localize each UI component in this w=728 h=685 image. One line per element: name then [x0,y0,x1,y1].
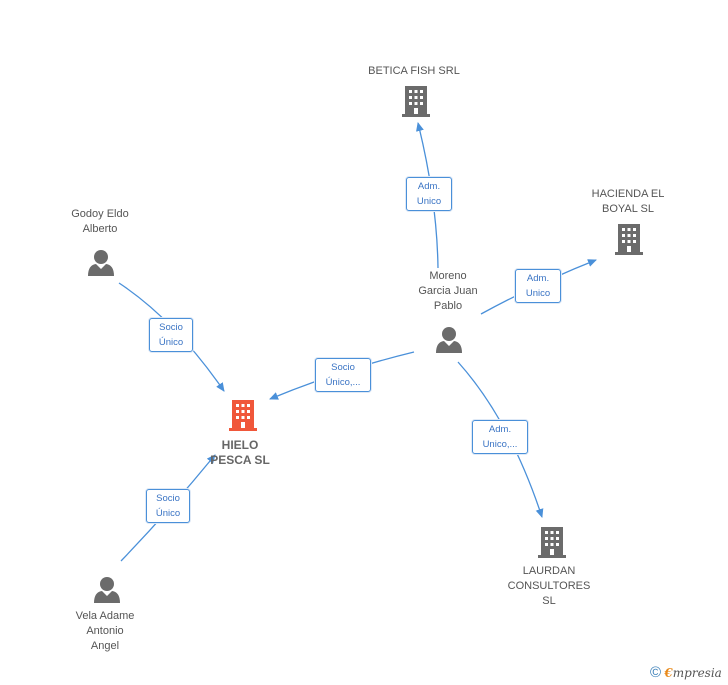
node-label-vela-adame[interactable]: Vela Adame Antonio Angel [75,610,135,652]
edge-label-vela-hielo: Socio Único [146,489,190,523]
edge-label-godoy-hielo: Socio Único [149,318,193,352]
node-label-laurdan-consultores[interactable]: LAURDAN CONSULTORES SL [507,565,591,607]
node-label-godoy-eldo-alberto[interactable]: Godoy Eldo Alberto [71,208,129,235]
node-label-moreno-garcia[interactable]: Moreno Garcia Juan Pablo [418,270,478,312]
building-icon[interactable] [615,224,643,255]
node-label-betica-fish[interactable]: BETICA FISH SRL [368,65,460,77]
person-icon[interactable] [436,327,462,353]
empresia-watermark: © €mpresia [650,664,722,681]
building-icon[interactable] [538,527,566,558]
person-icon[interactable] [88,250,114,276]
edge-label-moreno-hacienda: Adm. Unico [515,269,561,303]
edge-label-moreno-betica: Adm. Unico [406,177,452,211]
node-label-hacienda-el-boyal[interactable]: HACIENDA EL BOYAL SL [591,188,665,215]
copyright-symbol: © [650,664,662,681]
building-icon[interactable] [402,86,430,117]
edge-label-moreno-hielo: Socio Único,... [315,358,371,392]
person-icon[interactable] [94,577,120,603]
edge-label-moreno-laurdan: Adm. Unico,... [472,420,528,454]
building-icon[interactable] [229,400,257,431]
node-label-hielo-pesca[interactable]: HIELO PESCA SL [210,438,270,467]
empresia-logo-e: € [664,666,673,680]
empresia-logo-text: mpresia [672,666,722,680]
